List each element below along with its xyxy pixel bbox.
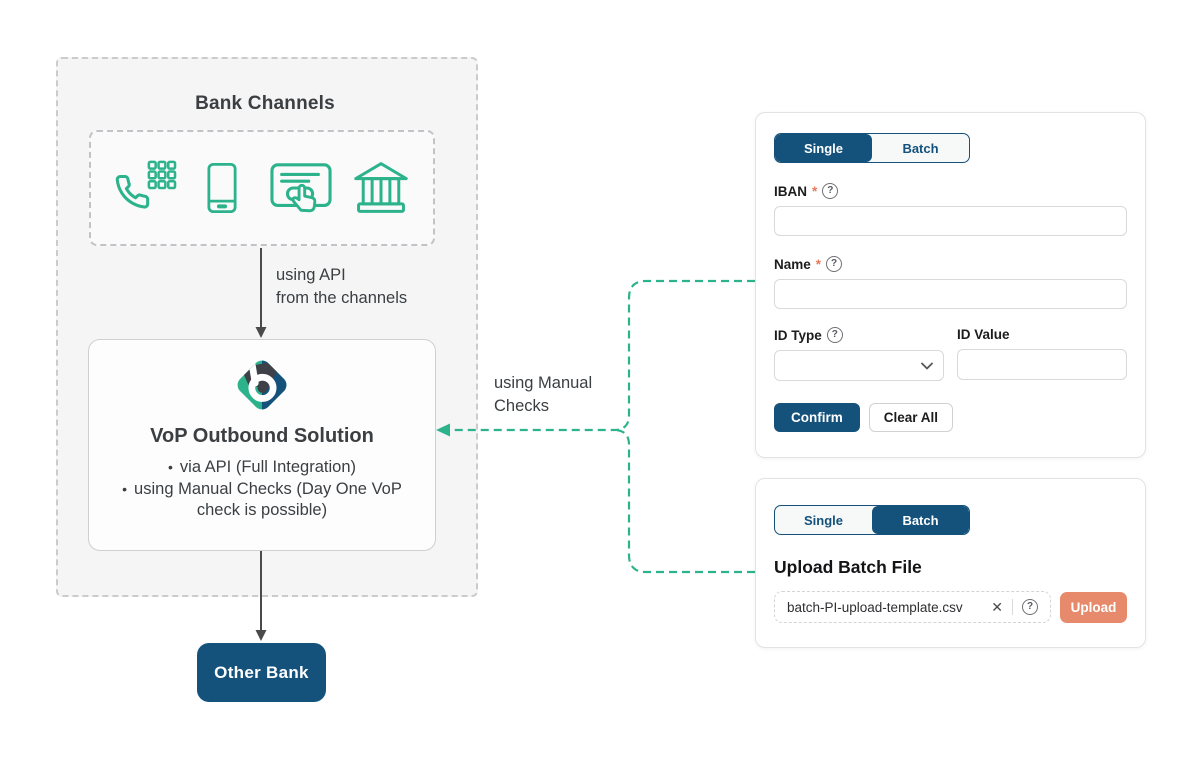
name-label-row: Name * — [774, 256, 1127, 272]
upload-batch-file-heading: Upload Batch File — [774, 557, 922, 577]
divider — [1012, 599, 1013, 615]
iban-label-row: IBAN * — [774, 183, 1127, 199]
tab-single[interactable]: Single — [775, 134, 872, 162]
phone-keypad-icon — [115, 160, 177, 209]
id-value-input[interactable] — [957, 349, 1127, 380]
manual-checks-connector — [449, 279, 755, 574]
help-icon[interactable] — [1022, 599, 1038, 615]
other-bank-node: Other Bank — [197, 643, 326, 702]
id-type-select[interactable] — [774, 350, 944, 381]
chevron-down-icon — [921, 362, 933, 370]
bank-building-icon — [354, 162, 408, 213]
vop-bullet-item: •using Manual Checks (Day One VoP check … — [122, 480, 402, 519]
iban-label: IBAN — [774, 183, 807, 199]
vop-bullet-list: •via API (Full Integration) •using Manua… — [89, 457, 435, 521]
single-batch-toggle: Single Batch — [774, 505, 970, 535]
name-input[interactable] — [774, 279, 1127, 309]
required-marker: * — [812, 183, 818, 199]
file-field[interactable]: batch-PI-upload-template.csv ✕ — [774, 591, 1051, 623]
other-bank-label: Other Bank — [214, 662, 309, 682]
vop-title: VoP Outbound Solution — [150, 425, 374, 447]
help-icon[interactable] — [822, 183, 839, 199]
file-name: batch-PI-upload-template.csv — [787, 599, 963, 615]
vop-bullet-item: •via API (Full Integration) — [168, 458, 356, 476]
id-type-label-row: ID Type — [774, 327, 944, 343]
upload-button[interactable]: Upload — [1060, 591, 1127, 623]
id-fields-row: ID Type ID Value — [774, 327, 1127, 381]
card-tap-icon — [270, 163, 332, 213]
iban-input[interactable] — [774, 206, 1127, 236]
help-icon[interactable] — [826, 256, 843, 272]
vop-logo-icon — [233, 356, 291, 414]
manual-checks-label: using Manual Checks — [494, 374, 593, 415]
smartphone-icon — [207, 162, 237, 214]
tab-batch[interactable]: Batch — [872, 134, 969, 162]
clear-file-icon[interactable]: ✕ — [991, 599, 1003, 615]
file-upload-row: batch-PI-upload-template.csv ✕ Upload — [774, 591, 1127, 623]
bank-channels-title: Bank Channels — [195, 93, 335, 114]
required-marker: * — [815, 256, 822, 272]
form-actions: Confirm Clear All — [774, 403, 1127, 432]
batch-upload-panel: Single Batch Upload Batch File batch-PI-… — [755, 478, 1146, 648]
bullet-dot: • — [168, 459, 173, 475]
arrowhead-down-2 — [255, 630, 267, 641]
help-icon[interactable] — [826, 327, 843, 343]
channels-icons-box — [89, 130, 435, 246]
id-value-label: ID Value — [957, 327, 1010, 342]
id-value-label-row: ID Value — [957, 327, 1127, 342]
vop-outbound-solution-node: VoP Outbound Solution •via API (Full Int… — [88, 339, 436, 551]
tab-single[interactable]: Single — [775, 506, 872, 534]
single-batch-toggle: Single Batch — [774, 133, 970, 163]
confirm-button[interactable]: Confirm — [774, 403, 860, 432]
id-type-label: ID Type — [774, 327, 822, 343]
tab-batch[interactable]: Batch — [872, 506, 969, 534]
single-check-panel: Single Batch IBAN * Name * ID Type — [755, 112, 1146, 458]
api-arrow-label: using API from the channels — [276, 266, 408, 307]
name-label: Name — [774, 256, 811, 272]
clear-all-button[interactable]: Clear All — [868, 403, 954, 432]
bullet-dot: • — [122, 481, 128, 497]
